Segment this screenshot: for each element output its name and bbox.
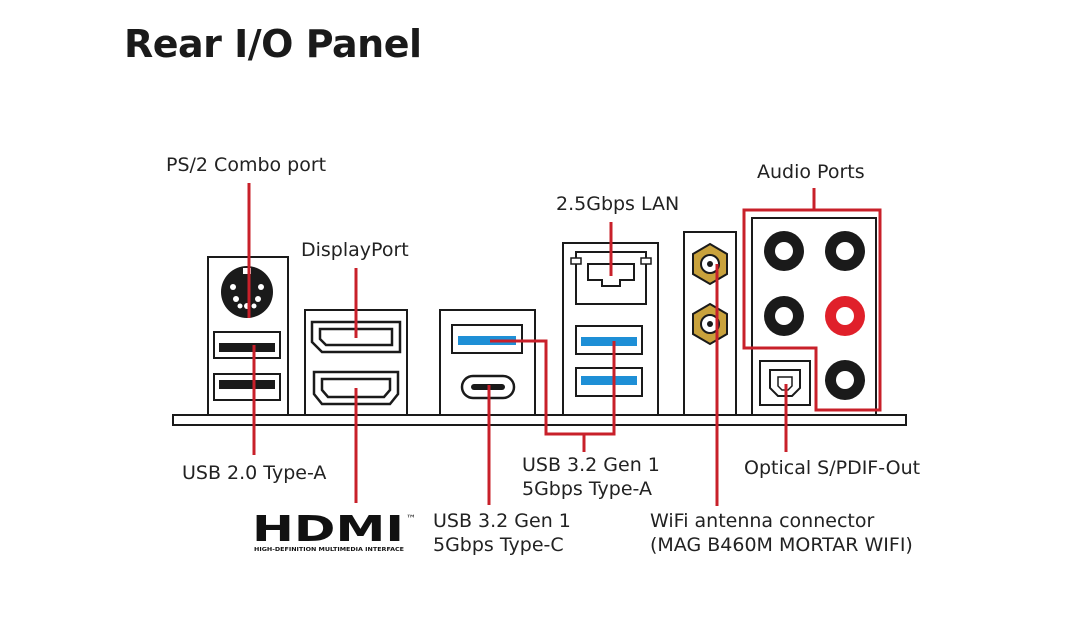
label-usb32a-line2: 5Gbps Type-A bbox=[522, 478, 652, 500]
label-usb32a-line1: USB 3.2 Gen 1 bbox=[522, 454, 660, 476]
usb2-port-1 bbox=[213, 331, 281, 359]
label-wifi-line1: WiFi antenna connector bbox=[650, 510, 874, 532]
wifi-antenna-connector-2 bbox=[692, 302, 728, 346]
hdmi-logo-subtitle: HIGH-DEFINITION MULTIMEDIA INTERFACE bbox=[254, 547, 405, 553]
hdmi-logo: HDMI ™ HIGH-DEFINITION MULTIMEDIA INTERF… bbox=[252, 509, 416, 553]
wifi-antenna-block bbox=[683, 231, 737, 416]
audio-highlight-box bbox=[742, 208, 882, 412]
wifi-antenna-connector-1 bbox=[692, 242, 728, 286]
label-usb2: USB 2.0 Type-A bbox=[182, 462, 326, 484]
usb3-typea-port-3 bbox=[575, 367, 643, 397]
io-shield-base bbox=[172, 414, 907, 426]
label-wifi-line2: (MAG B460M MORTAR WIFI) bbox=[650, 534, 913, 556]
label-ps2: PS/2 Combo port bbox=[166, 154, 326, 176]
label-usb32c-line1: USB 3.2 Gen 1 bbox=[433, 510, 571, 532]
audio-jack-4-red bbox=[825, 296, 865, 336]
audio-jack-1 bbox=[764, 231, 804, 271]
usb2-port-2 bbox=[213, 373, 281, 401]
audio-jack-3 bbox=[764, 296, 804, 336]
label-optical: Optical S/PDIF-Out bbox=[744, 457, 920, 479]
label-audio: Audio Ports bbox=[757, 161, 865, 183]
audio-jack-2 bbox=[825, 231, 865, 271]
usb3-typec-block bbox=[439, 309, 536, 416]
label-displayport: DisplayPort bbox=[301, 239, 409, 261]
ps2-port bbox=[221, 266, 273, 318]
label-lan: 2.5Gbps LAN bbox=[556, 193, 679, 215]
audio-block bbox=[751, 217, 877, 416]
hdmi-logo-mark: HDMI bbox=[252, 509, 404, 550]
usb3-typea-port-2 bbox=[575, 325, 643, 355]
page-title: Rear I/O Panel bbox=[124, 22, 422, 66]
hdmi-trademark: ™ bbox=[406, 514, 416, 525]
label-usb32c-line2: 5Gbps Type-C bbox=[433, 534, 564, 556]
audio-jack-5 bbox=[825, 360, 865, 400]
usb3-typea-port-1 bbox=[451, 324, 523, 354]
leader-lines bbox=[247, 183, 882, 506]
